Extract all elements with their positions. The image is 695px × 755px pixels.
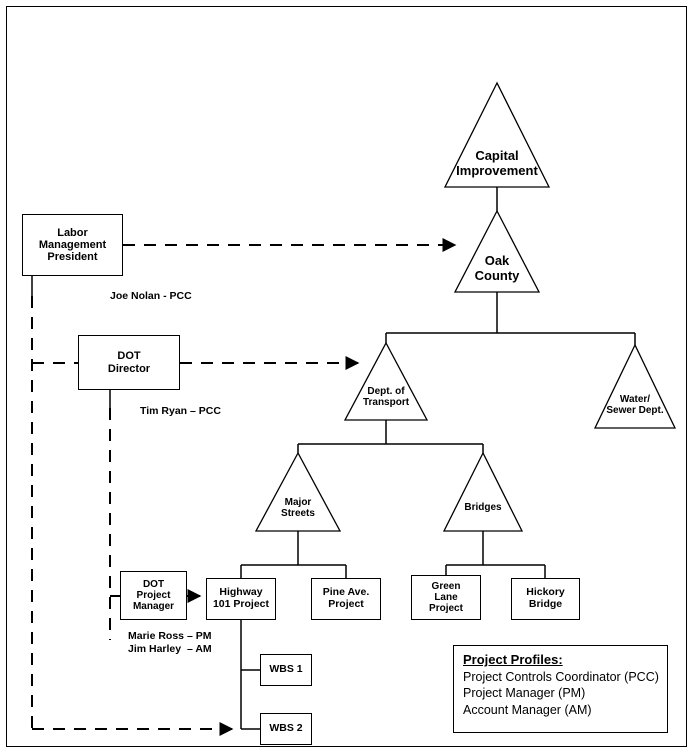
diagram-border	[6, 6, 687, 747]
legend-line-am: Account Manager (AM)	[463, 702, 592, 717]
box-wbs-1[interactable]: WBS 1	[260, 654, 312, 686]
triangle-bridges[interactable]	[442, 451, 524, 532]
annotation-tim-ryan-pcc: Tim Ryan – PCC	[140, 405, 221, 417]
box-dot-project-manager[interactable]: DOT Project Manager	[120, 571, 187, 620]
box-dot-director[interactable]: DOT Director	[78, 335, 180, 390]
legend-line-pcc: Project Controls Coordinator (PCC)	[463, 669, 659, 684]
annotation-joe-nolan-pcc: Joe Nolan - PCC	[110, 290, 192, 302]
legend-project-profiles: Project Profiles: Project Controls Coord…	[453, 645, 668, 733]
triangle-major-streets[interactable]	[254, 451, 342, 532]
box-highway-101-project[interactable]: Highway 101 Project	[206, 578, 276, 620]
triangle-water-sewer-dept[interactable]	[593, 343, 677, 429]
box-hickory-bridge[interactable]: Hickory Bridge	[511, 578, 580, 620]
legend-line-pm: Project Manager (PM)	[463, 686, 586, 701]
legend-title: Project Profiles:	[463, 652, 563, 667]
box-wbs-2[interactable]: WBS 2	[260, 713, 312, 745]
triangle-capital-improvement[interactable]	[443, 81, 551, 188]
box-green-lane-project[interactable]: Green Lane Project	[411, 575, 481, 620]
triangle-oak-county[interactable]	[453, 209, 541, 293]
triangle-dept-of-transport[interactable]	[343, 341, 429, 421]
box-labor-management-president[interactable]: Labor Management President	[22, 214, 123, 276]
annotation-marie-ross-jim-harley: Marie Ross – PM Jim Harley – AM	[128, 630, 212, 656]
box-pine-ave-project[interactable]: Pine Ave. Project	[311, 578, 381, 620]
